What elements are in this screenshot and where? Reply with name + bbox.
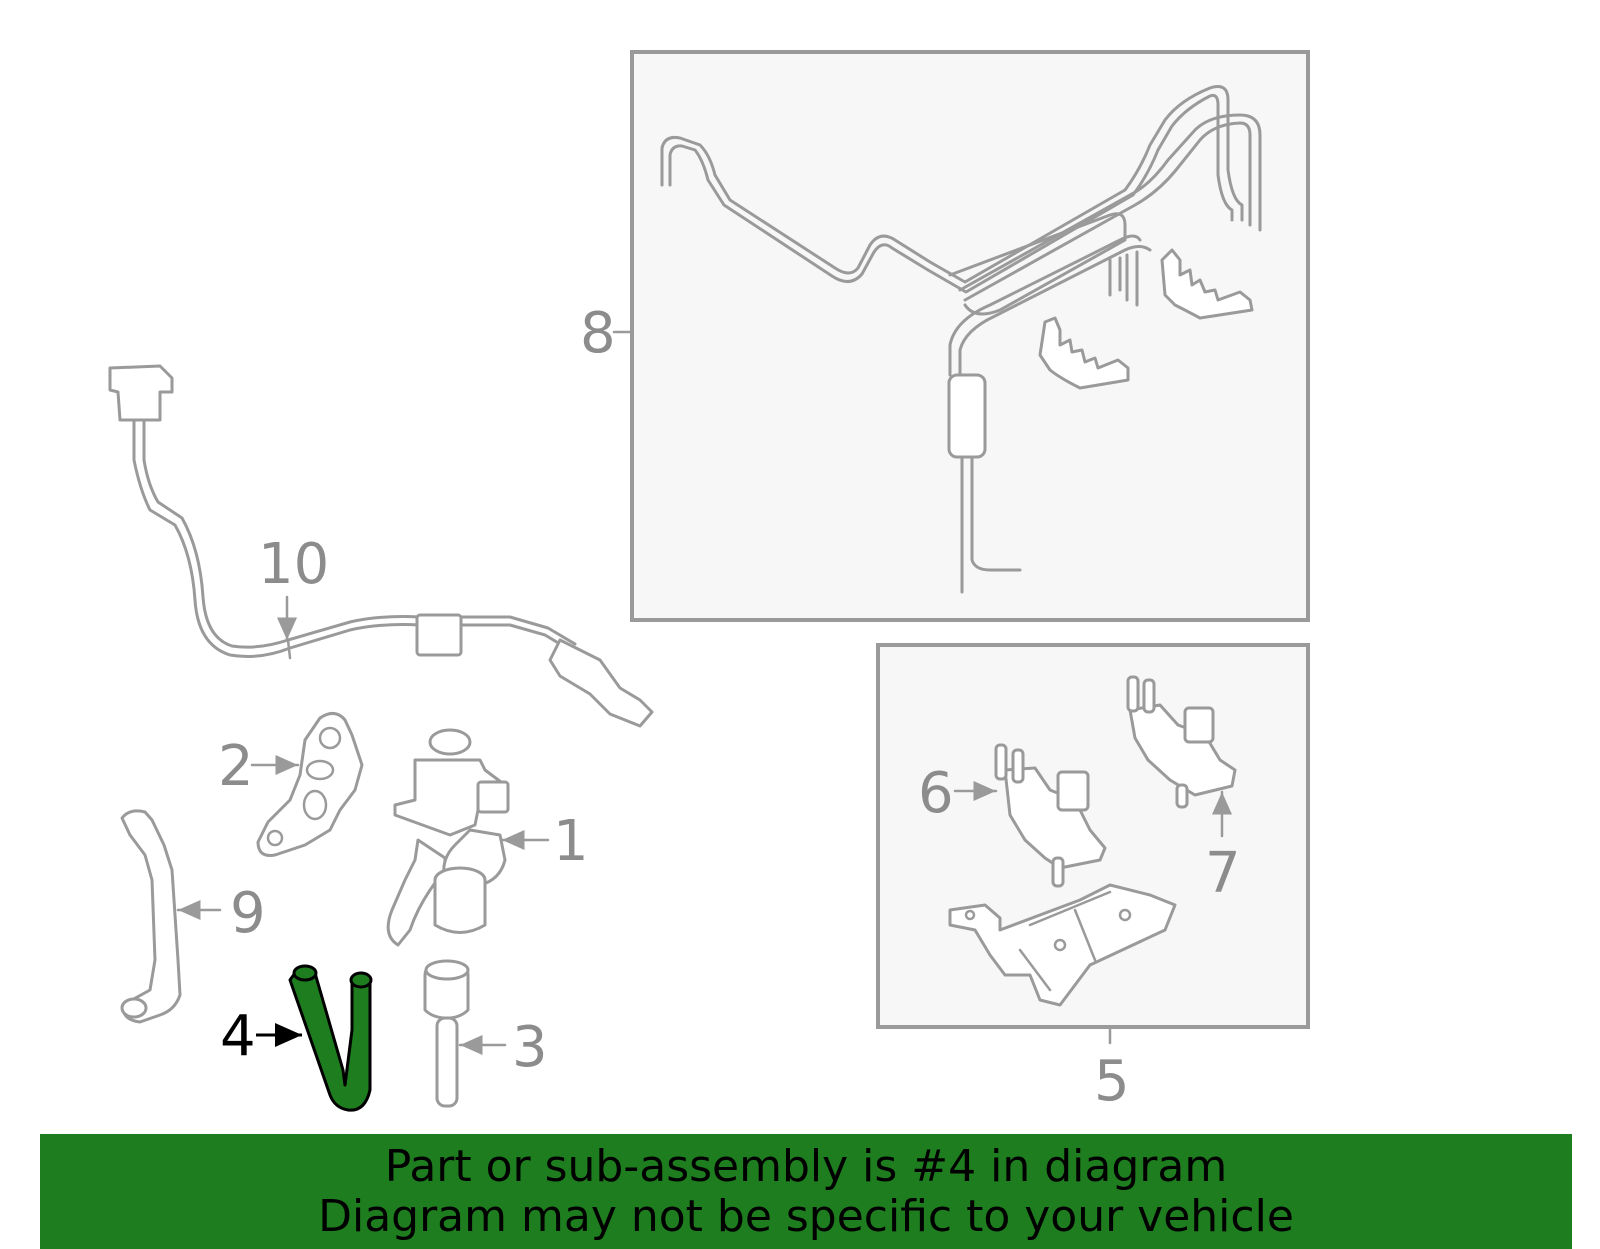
callout-9-label: 9 (230, 881, 266, 946)
callout-8: 8 (580, 301, 634, 366)
callout-7-label: 7 (1205, 841, 1241, 906)
callout-10: 10 (258, 532, 329, 642)
part-5-solenoid-assembly[interactable] (876, 643, 1310, 1029)
info-banner: Part or sub-assembly is #4 in diagram Di… (40, 1134, 1572, 1249)
callout-1: 1 (500, 809, 589, 874)
callout-6: 6 (918, 761, 998, 826)
part-7-solenoid[interactable] (1126, 675, 1237, 809)
callout-8-label: 8 (580, 301, 616, 366)
callout-2: 2 (218, 734, 300, 799)
callout-4: 4 (220, 1004, 302, 1069)
part-8-tube-assembly[interactable] (630, 50, 1310, 622)
callout-5-label: 5 (1094, 1049, 1130, 1114)
callout-7: 7 (1205, 790, 1241, 906)
callout-1-label: 1 (553, 809, 589, 874)
callout-5: 5 (1094, 1025, 1130, 1114)
part-1-valve[interactable] (386, 728, 510, 947)
callout-3: 3 (458, 1015, 548, 1080)
callout-3-label: 3 (512, 1015, 548, 1080)
part-9-hose[interactable] (120, 809, 182, 1024)
part-2-gasket[interactable] (256, 712, 364, 857)
callout-2-label: 2 (218, 734, 254, 799)
part-3-sleeve[interactable] (423, 959, 470, 1108)
part-10-oxygen-sensor[interactable] (108, 364, 654, 728)
part-6-solenoid[interactable] (994, 743, 1107, 888)
solenoid-bracket[interactable] (948, 883, 1177, 1007)
callout-10-label: 10 (258, 532, 329, 597)
part-4-v-hose-highlighted[interactable] (288, 964, 373, 1112)
banner-line-1: Part or sub-assembly is #4 in diagram (384, 1141, 1228, 1192)
callout-4-label: 4 (220, 1004, 256, 1069)
callout-9: 9 (176, 881, 266, 946)
callout-6-label: 6 (918, 761, 954, 826)
banner-line-2: Diagram may not be specific to your vehi… (318, 1191, 1294, 1242)
